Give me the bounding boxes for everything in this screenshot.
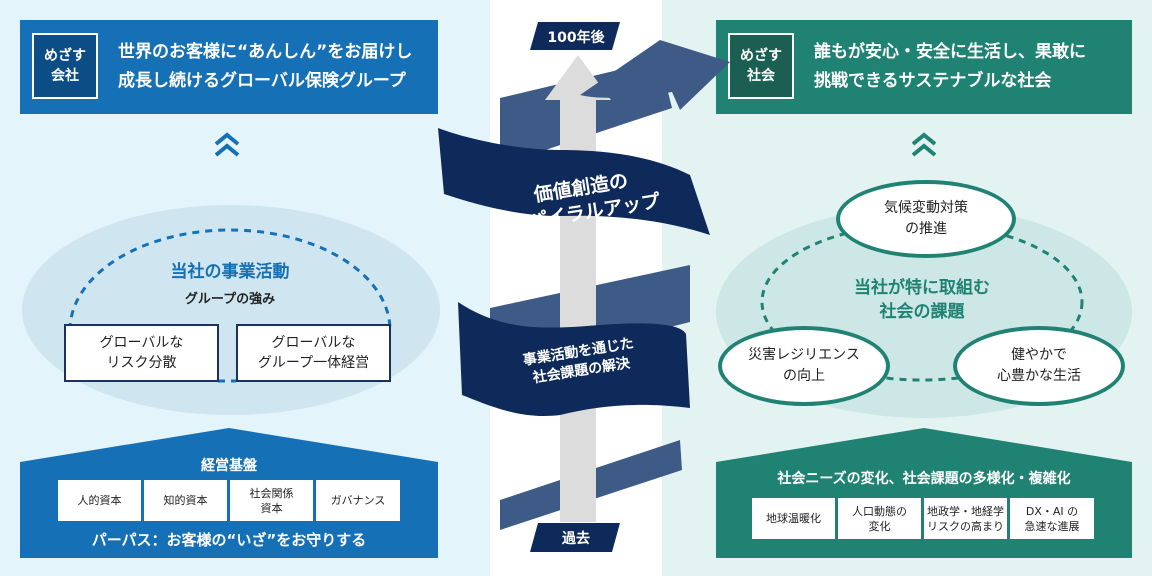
future-label: 100年後: [547, 30, 605, 46]
strength-box-risk-diversification: グローバルな リスク分散: [64, 324, 219, 382]
social-needs-title: 社会ニーズの変化、社会課題の多様化・複雑化: [777, 471, 1071, 487]
social-needs-grid: 地球温暖化 人口動態の 変化 地政学・地経学 リスクの高まり DX・AI の 急…: [750, 496, 1096, 541]
social-issues-title: 当社が特に取組む 社会の課題: [854, 278, 990, 322]
need-item-dx-ai: DX・AI の 急速な進展: [1010, 498, 1094, 539]
right-double-chevron-up-icon: [909, 132, 939, 164]
purpose-text: パーパス：お客様の“いざ”をお守りする: [91, 531, 367, 549]
management-base-grid: 人的資本 知的資本 社会関係 資本 ガバナンス: [56, 478, 402, 523]
left-double-chevron-up-icon: [212, 132, 242, 164]
spiral-front-upper: [438, 128, 710, 235]
spiral-arrow-head: [580, 40, 730, 110]
issue-disaster-resilience: 災害レジリエンス の向上: [718, 326, 890, 406]
group-strength-subtitle: グループの強み: [184, 292, 276, 307]
base-item-intellectual-capital: 知的資本: [144, 480, 227, 521]
company-mission-text: 世界のお客様に“あんしん”をお届けし 成長し続けるグローバル保険グループ: [118, 42, 413, 91]
society-mission-text: 誰もが安心・安全に生活し、果敢に 挑戦できるサステナブルな社会: [814, 42, 1086, 91]
need-item-global-warming: 地球温暖化: [752, 498, 835, 539]
business-activity-title: 当社の事業活動: [170, 262, 290, 282]
issue-healthy-life: 健やかで 心豊かな生活: [953, 326, 1125, 406]
bottom-label-tag: [530, 523, 620, 552]
company-goal-tag: めざす 会社: [32, 33, 98, 99]
management-base-title: 経営基盤: [201, 458, 257, 474]
top-label-tag: [530, 22, 620, 50]
spiral-front-middle: [458, 302, 690, 416]
base-item-governance: ガバナンス: [316, 480, 400, 521]
past-label: 過去: [562, 531, 590, 547]
base-item-social-capital: 社会関係 資本: [230, 480, 313, 521]
strength-box-group-management: グローバルな グループ一体経営: [236, 324, 391, 382]
base-item-human-capital: 人的資本: [58, 480, 141, 521]
need-item-geopolitics: 地政学・地経学 リスクの高まり: [924, 498, 1007, 539]
company-goal-header: めざす 会社 世界のお客様に“あんしん”をお届けし 成長し続けるグローバル保険グ…: [20, 20, 438, 114]
need-item-demographics: 人口動態の 変化: [838, 498, 921, 539]
left-dashed-loop: [68, 228, 392, 383]
issue-climate-change: 気候変動対策 の推進: [836, 180, 1016, 258]
society-goal-tag: めざす 社会: [728, 33, 794, 99]
society-goal-header: めざす 社会 誰もが安心・安全に生活し、果敢に 挑戦できるサステナブルな社会: [716, 20, 1132, 114]
